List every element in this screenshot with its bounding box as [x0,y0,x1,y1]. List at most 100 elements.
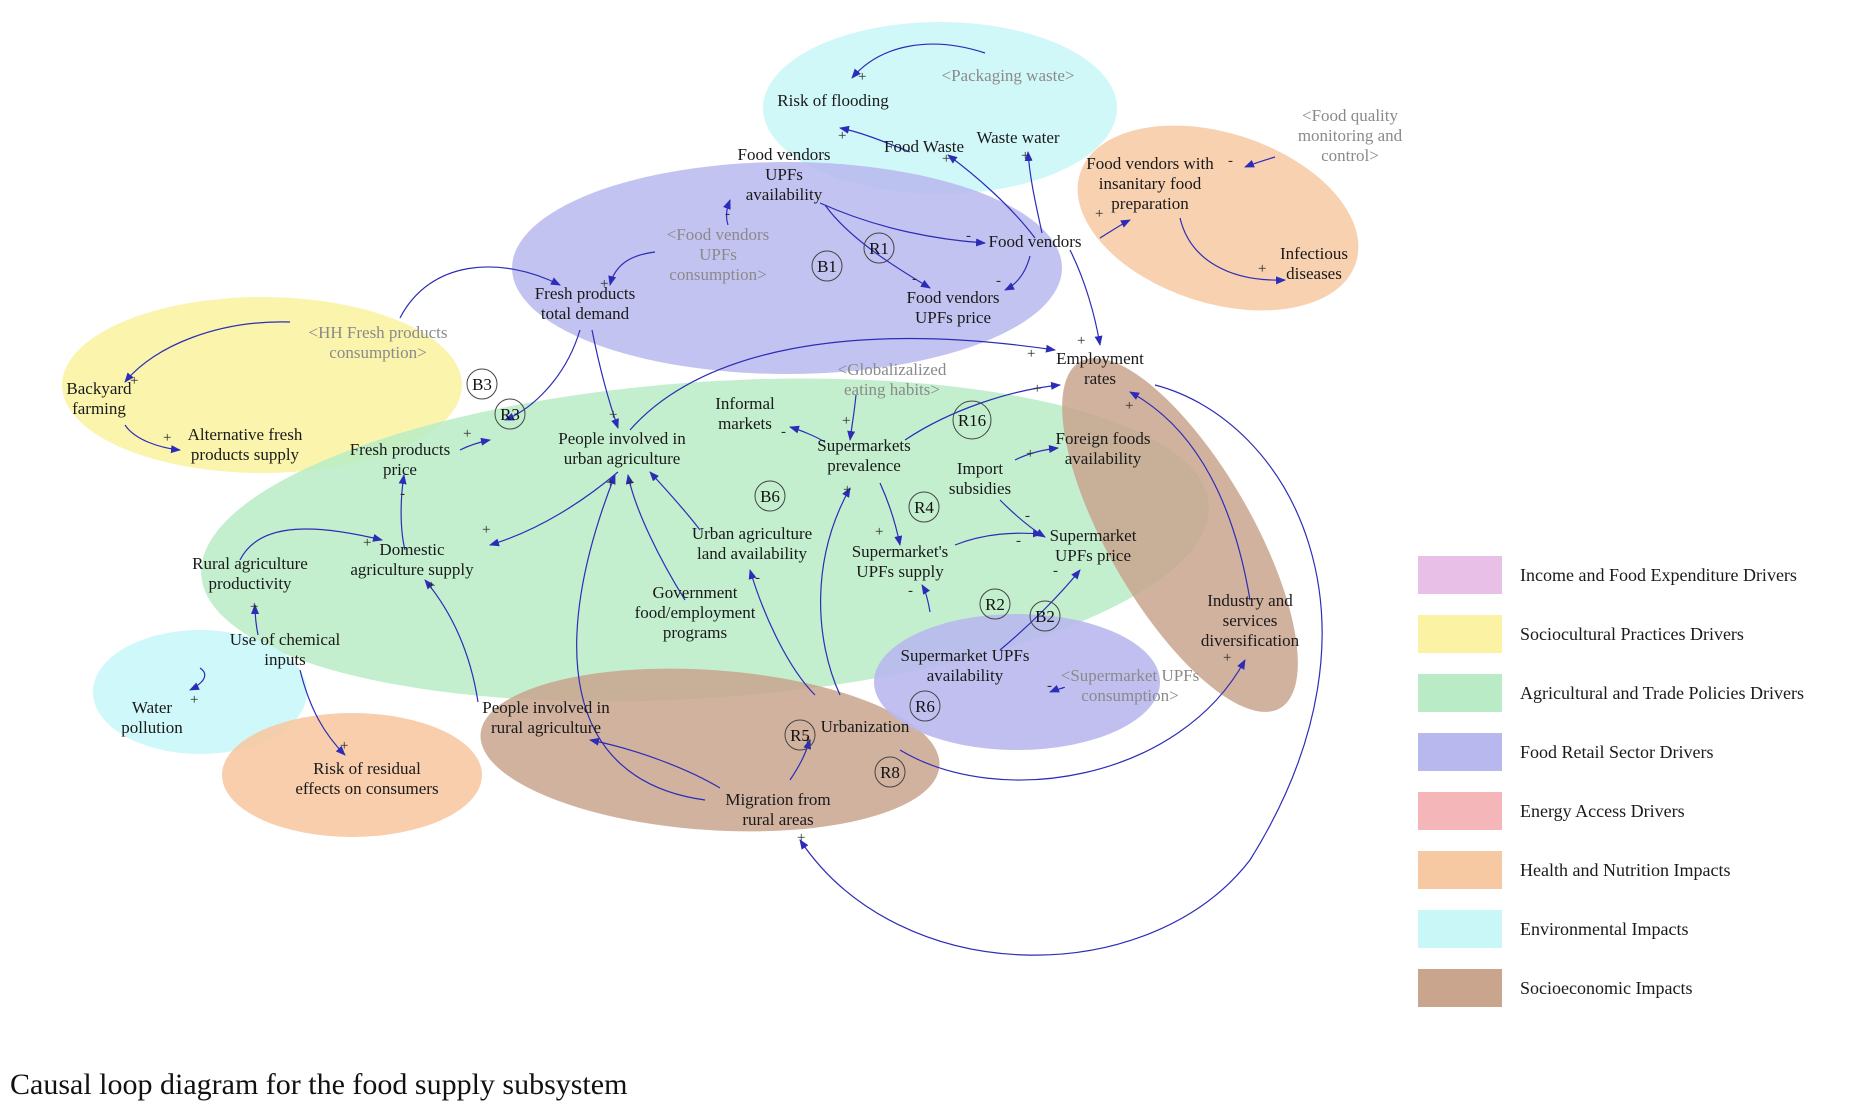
var-line: markets [718,414,772,433]
var-line: <HH Fresh products [309,323,448,342]
var-line: UPFs supply [856,562,944,581]
var-line: Supermarket's [852,542,949,561]
region-food-retail-bottom [874,614,1160,750]
legend-swatch [1418,792,1502,830]
var-line: Supermarkets [817,436,910,455]
link-supermarkets-smsupply [879,482,903,546]
var-line: availability [927,666,1004,685]
legend-swatch [1418,556,1502,594]
var-line: services [1223,611,1278,630]
var-line: availability [1065,449,1142,468]
var-line: insanitary food [1099,174,1202,193]
svg-text:+: + [190,692,198,708]
link-vendors-wastewater [1024,151,1043,234]
svg-text:+: + [803,733,811,749]
region-health-left [222,713,482,837]
svg-text:-: - [400,486,405,502]
legend-swatch [1418,615,1502,653]
svg-text:+: + [1125,398,1133,414]
link-chemical-water [189,667,206,691]
var-line: <Food vendors [667,225,770,244]
var-line: Food vendors [737,145,830,164]
svg-text:R1: R1 [869,239,889,258]
var-line: Food Waste [884,137,964,156]
link-rural-domestic [239,528,383,561]
var-line: Domestic [379,540,445,559]
region-health-top [1077,125,1359,311]
link-vendors-foodwaste [947,154,1036,239]
link-employment-migration [799,384,1323,956]
svg-text:R3: R3 [500,405,520,424]
link-smsupply-smprice [954,529,1043,546]
var-food-waste: Food Waste [884,137,964,156]
variable-labels: <Packaging waste> Risk of flooding Food … [66,66,1402,829]
var-line: preparation [1111,194,1189,213]
svg-text:-: - [1016,533,1021,549]
link-globalized-supermarkets [847,394,857,441]
svg-text:-: - [1025,508,1030,524]
region-socioeconomic-right [1062,358,1298,712]
link-alt-freshprice [459,437,491,451]
svg-text:R8: R8 [880,763,900,782]
svg-text:-: - [966,228,971,244]
legend-swatch [1418,851,1502,889]
link-urbanization-industry [899,659,1246,781]
svg-text:-: - [996,273,1001,289]
var-line: Supermarket UPFs [901,646,1030,665]
var-line: rural agriculture [491,718,601,737]
link-fvupfs-price [824,204,931,289]
svg-text:+: + [843,482,851,498]
svg-text:+: + [1027,346,1035,362]
svg-text:+: + [838,128,846,144]
link-supermarkets-informal [789,425,826,443]
loop-R6: R6 [909,690,941,722]
legend-label: Sociocultural Practices Drivers [1520,624,1744,644]
var-line: UPFs [699,245,737,264]
var-line: rural areas [742,810,813,829]
link-domestic-freshprice [398,474,407,551]
svg-text:R16: R16 [958,411,986,430]
svg-text:B2: B2 [1035,607,1055,626]
link-chemical-residual [299,669,346,756]
link-consumption-demand [608,251,656,286]
var-line: monitoring and [1298,126,1403,145]
var-line: Fresh products [535,284,636,303]
svg-text:+: + [626,475,634,491]
loop-B3: B3 [466,368,498,400]
var-line: agriculture supply [350,560,474,579]
var-line: control> [1321,146,1379,165]
var-line: <Supermarket UPFs [1061,666,1200,685]
svg-text:+: + [1021,148,1029,164]
var-line: total demand [541,304,630,323]
svg-text:+: + [1223,650,1231,666]
var-food-vendors: Food vendors [988,232,1081,251]
svg-text:-: - [912,271,917,287]
loop-R2: R2 [979,588,1011,620]
link-urbanization-supermarkets [820,487,851,696]
var-line: food/employment [635,603,756,622]
link-fvupfs-food-vendors [819,202,986,247]
var-risk-flooding: Risk of flooding [777,91,889,110]
svg-text:+: + [600,276,608,292]
loop-R16: R16 [952,400,992,440]
var-line: Fresh products [350,440,451,459]
loop-R1: R1 [863,232,895,264]
svg-text:+: + [1095,206,1103,222]
svg-text:+: + [942,151,950,167]
legend-swatch [1418,674,1502,712]
loop-markers: B1 R1 B3 R3 R16 B6 R4 R2 B2 R6 R5 R8 [466,232,1061,788]
var-waste-water: Waste water [976,128,1059,147]
